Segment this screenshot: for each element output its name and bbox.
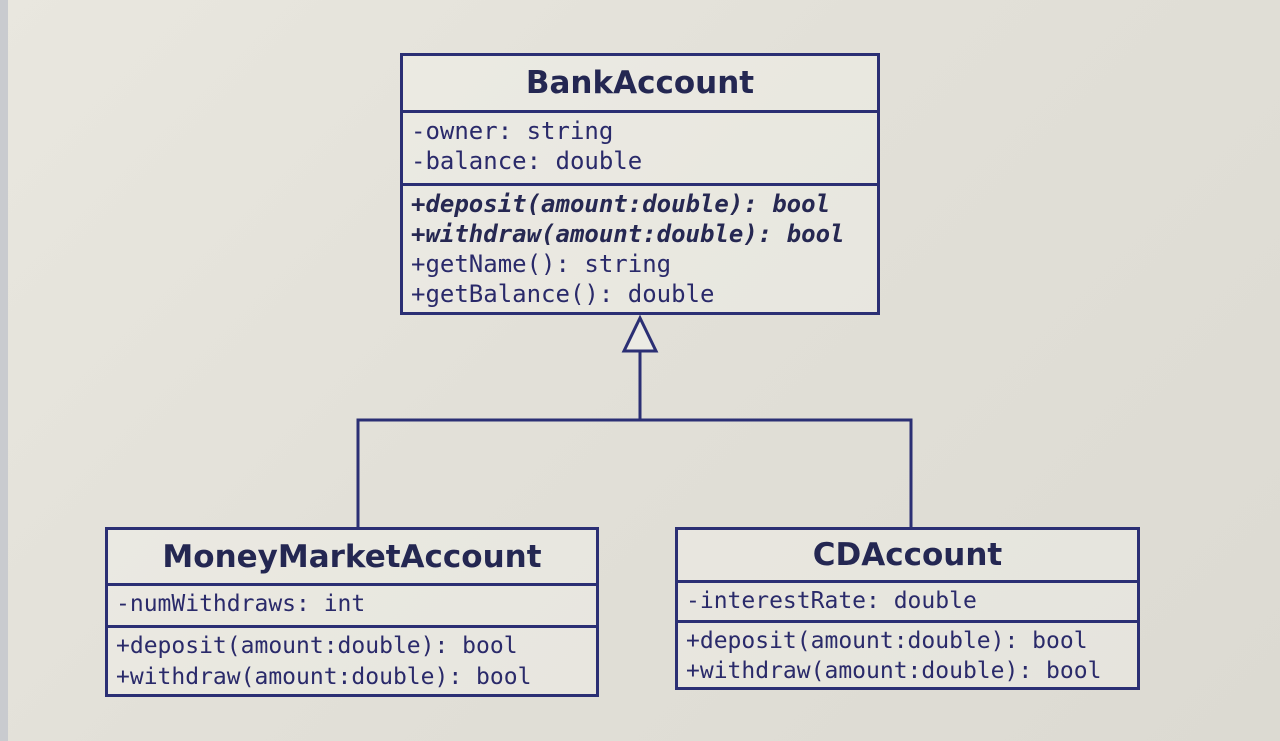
generalization-line <box>356 418 913 528</box>
operation-get-name: +getName(): string <box>411 250 672 278</box>
operation-get-balance: +getBalance(): double <box>411 280 715 308</box>
operations-compartment: +deposit(amount:double): bool +withdraw(… <box>403 186 877 311</box>
attribute-interest-rate: -interestRate: double <box>686 588 977 614</box>
attribute-balance: -balance: double <box>411 147 643 175</box>
operations-compartment: +deposit(amount:double): bool +withdraw(… <box>678 623 1137 688</box>
bank-account-class: BankAccount -owner: string -balance: dou… <box>400 53 880 315</box>
photo-border <box>0 0 8 741</box>
operation-withdraw: +withdraw(amount:double): bool <box>411 220 845 248</box>
operation-deposit: +deposit(amount:double): bool <box>686 628 1088 654</box>
operation-withdraw: +withdraw(amount:double): bool <box>686 658 1102 684</box>
class-name-cd-account: CDAccount <box>678 530 1137 583</box>
cd-account-class: CDAccount -interestRate: double +deposit… <box>675 527 1140 690</box>
operations-compartment: +deposit(amount:double): bool +withdraw(… <box>108 628 596 695</box>
generalization-arrowhead <box>621 314 659 353</box>
attributes-compartment: -interestRate: double <box>678 583 1137 623</box>
operation-deposit: +deposit(amount:double): bool <box>116 633 518 659</box>
attributes-compartment: -numWithdraws: int <box>108 586 596 628</box>
class-name-bank-account: BankAccount <box>403 56 877 113</box>
attribute-owner: -owner: string <box>411 117 614 145</box>
operation-withdraw: +withdraw(amount:double): bool <box>116 664 532 690</box>
attribute-num-withdraws: -numWithdraws: int <box>116 591 366 617</box>
class-name-money-market-account: MoneyMarketAccount <box>108 530 596 586</box>
attributes-compartment: -owner: string -balance: double <box>403 113 877 186</box>
operation-deposit: +deposit(amount:double): bool <box>411 190 831 218</box>
money-market-account-class: MoneyMarketAccount -numWithdraws: int +d… <box>105 527 599 697</box>
